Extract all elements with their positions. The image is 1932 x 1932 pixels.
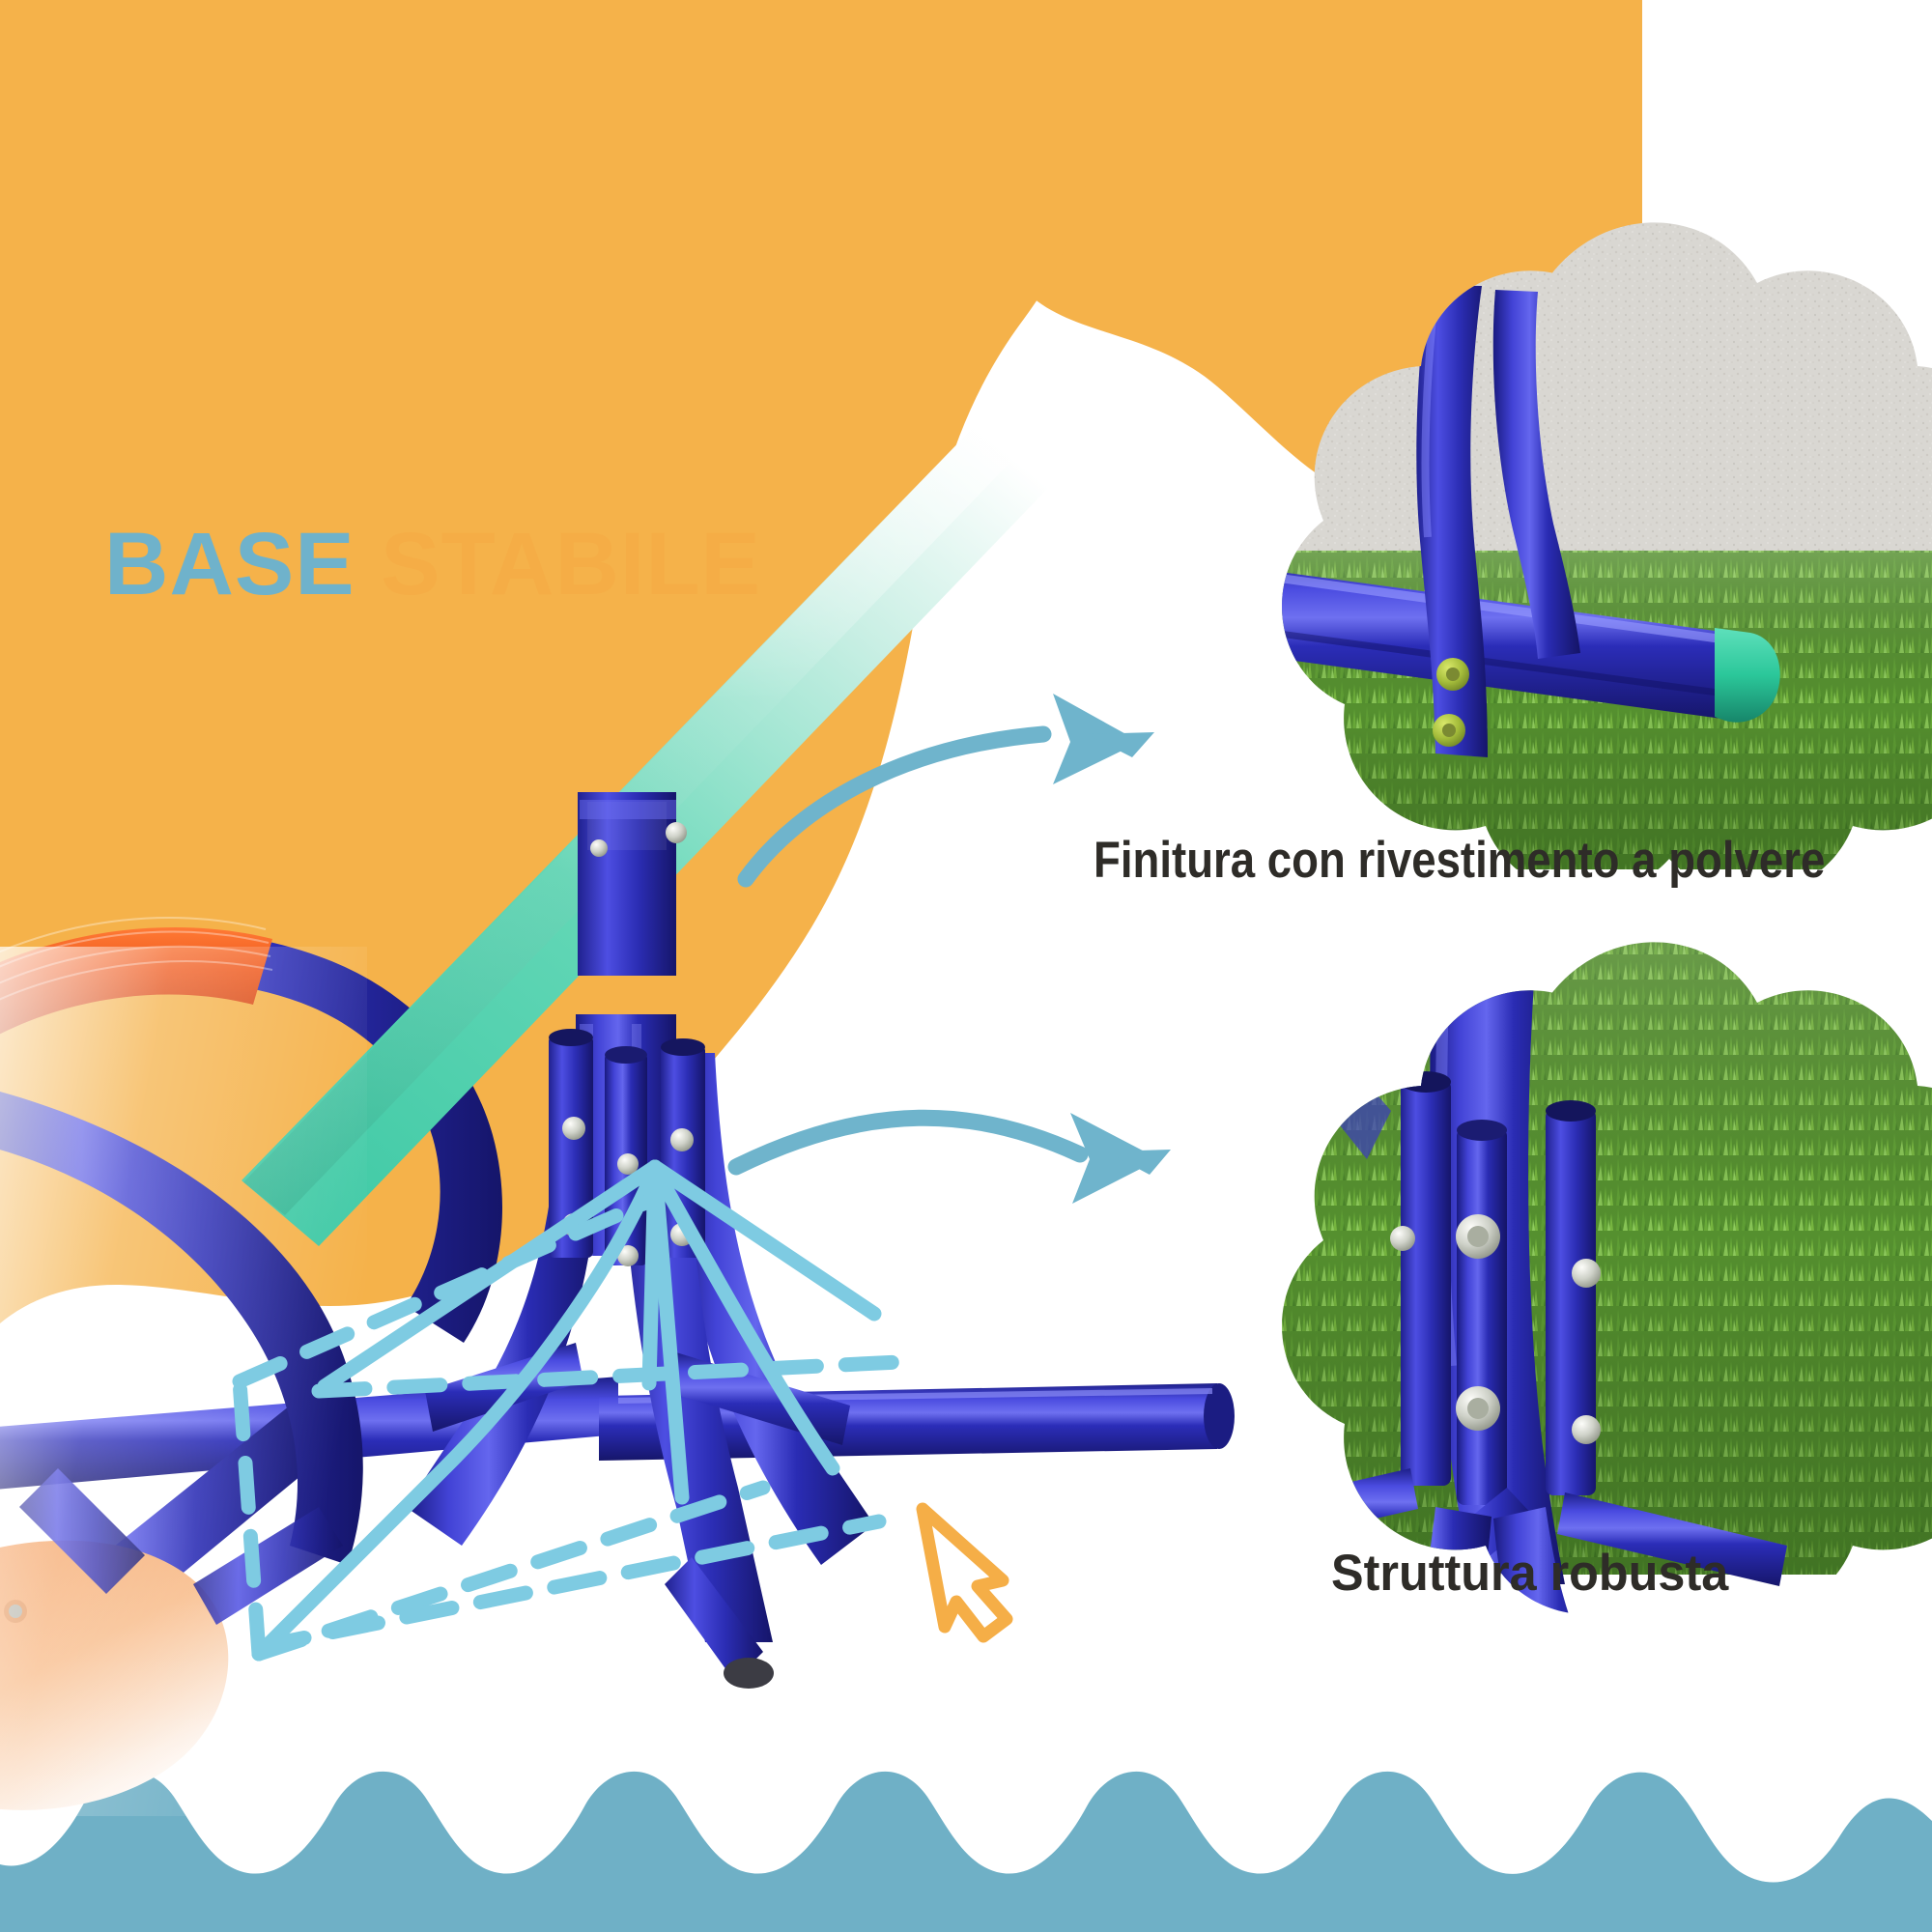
callout-bracket	[1416, 285, 1580, 757]
page-title-primary: BASE	[104, 515, 355, 613]
curved-arrow-bottom	[727, 1109, 1171, 1204]
cursor-pointer-icon	[916, 1502, 1013, 1643]
callout-caption-sturdy-frame: Struttura robusta	[1331, 1545, 1729, 1602]
page-title: BASE STABILE	[104, 520, 761, 609]
curved-arrow-top	[737, 694, 1154, 888]
pyramid-stability-guide	[232, 1159, 906, 1662]
decor-wave-bottom	[0, 1771, 1932, 1932]
page-title-accent: STABILE	[381, 515, 761, 613]
callout-bolts	[1390, 1214, 1601, 1444]
callout-caption-powder-coating: Finitura con rivestimento a polvere	[1094, 832, 1826, 889]
decor-blob-top-left	[0, 0, 1642, 506]
beam-bracket	[578, 792, 687, 976]
